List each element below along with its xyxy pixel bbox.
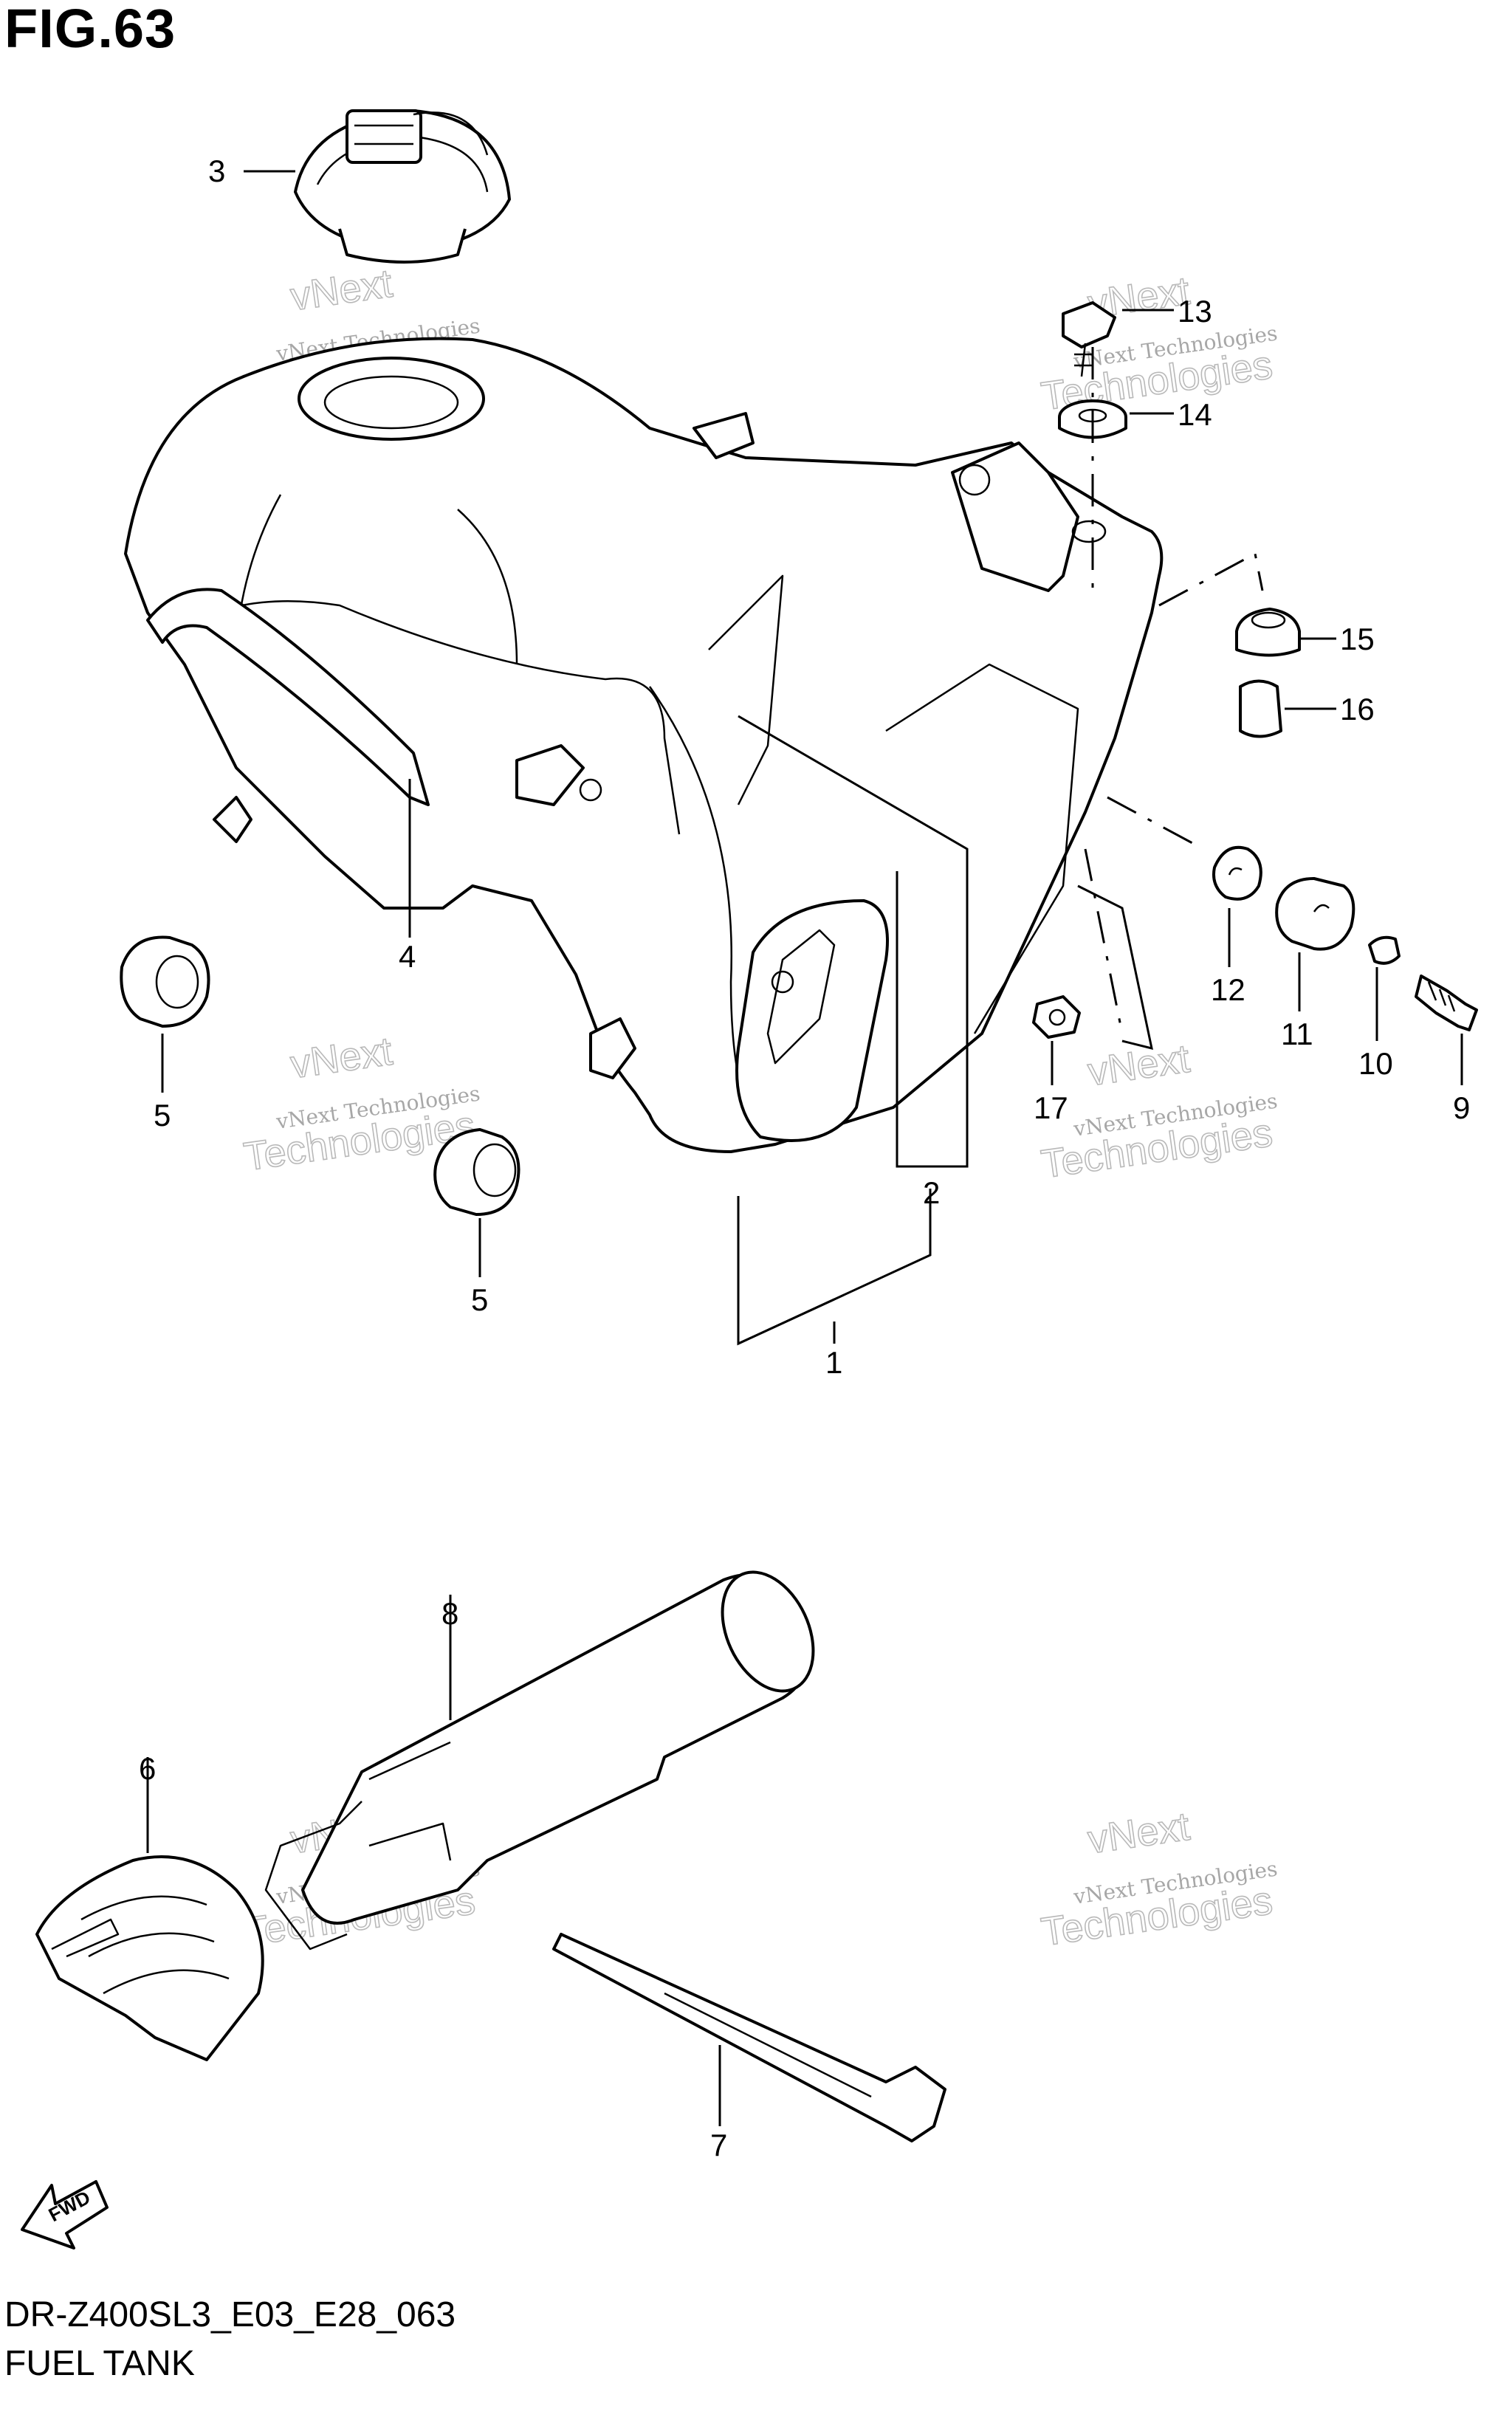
svg-text:vNext: vNext xyxy=(1085,1804,1192,1863)
grommet-5b-part xyxy=(433,1128,520,1216)
collar-10-part xyxy=(1368,935,1401,965)
callout-1: 1 xyxy=(825,1345,842,1380)
cushion-11-part xyxy=(1275,877,1355,951)
callout-10: 10 xyxy=(1358,1046,1393,1081)
bolt-9-part xyxy=(1415,975,1478,1031)
callout-16: 16 xyxy=(1340,692,1375,726)
callout-8: 8 xyxy=(441,1596,458,1631)
callout-7: 7 xyxy=(710,2128,727,2162)
cushion-12-part xyxy=(1212,845,1262,901)
grommet-5a-part xyxy=(120,935,210,1028)
fwd-arrow-icon: FWD xyxy=(21,2180,109,2250)
figure-name: FUEL TANK xyxy=(4,2344,195,2383)
svg-text:vNext: vNext xyxy=(288,1029,395,1087)
callout-5b: 5 xyxy=(471,1282,488,1317)
figure-title: FIG.63 xyxy=(4,0,176,59)
callout-14: 14 xyxy=(1178,397,1212,432)
callout-3: 3 xyxy=(208,154,225,188)
callout-15: 15 xyxy=(1340,622,1375,656)
callout-11: 11 xyxy=(1281,1017,1313,1051)
callout-5a: 5 xyxy=(154,1098,171,1133)
callout-17: 17 xyxy=(1034,1090,1068,1125)
svg-text:vNext: vNext xyxy=(288,261,395,320)
cushion-15-part xyxy=(1235,608,1301,657)
callout-2: 2 xyxy=(923,1175,940,1210)
callout-12: 12 xyxy=(1211,972,1245,1007)
cover-8-part xyxy=(264,1570,815,1951)
callout-9: 9 xyxy=(1453,1090,1470,1125)
nut-17-part xyxy=(1032,995,1081,1039)
fuel-cap-part xyxy=(294,109,511,264)
callout-6: 6 xyxy=(139,1751,156,1786)
callout-labels: 1 2 3 4 5 5 6 7 8 9 10 11 12 13 14 15 16… xyxy=(139,154,1470,2162)
callout-13: 13 xyxy=(1178,294,1212,329)
bolt-13-part xyxy=(1062,301,1116,377)
cushion-6-part xyxy=(35,1855,264,2061)
leader-lines xyxy=(146,170,1463,2126)
callout-4: 4 xyxy=(399,939,416,974)
watermark-3: vNext Technologies vNext Technologies xyxy=(241,1028,481,1180)
tie-7-part xyxy=(552,1933,946,2142)
figure-code: DR-Z400SL3_E03_E28_063 xyxy=(4,2295,456,2334)
fuel-tank-part xyxy=(124,337,1164,1153)
collar-16-part xyxy=(1239,679,1282,738)
watermark-6: vNext Technologies vNext Technologies xyxy=(1038,1804,1279,1955)
